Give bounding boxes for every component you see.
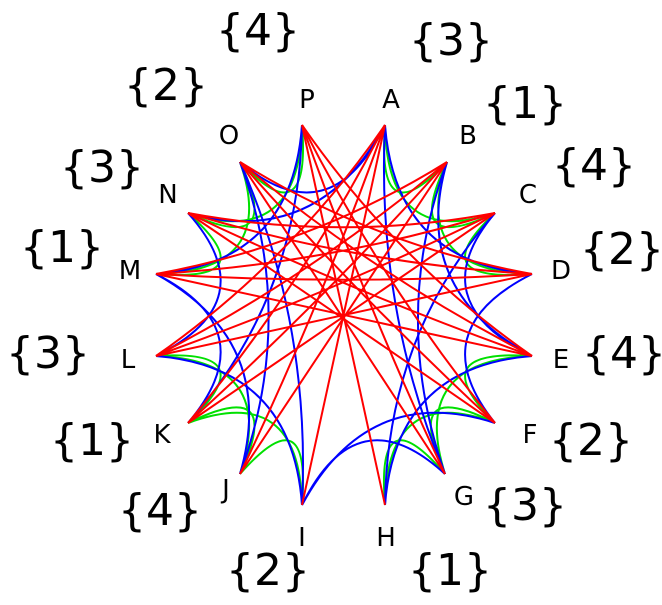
- set-label-D: {2}: [580, 224, 662, 275]
- set-label-H: {1}: [408, 545, 492, 596]
- set-label-F: {2}: [549, 415, 633, 466]
- red-edge-E-P: [301, 124, 533, 357]
- red-edge-B-K: [187, 161, 448, 424]
- red-edge-G-P: [301, 124, 446, 475]
- set-label-E: {4}: [582, 328, 662, 379]
- red-edge-C-N: [187, 212, 496, 229]
- blue-edge-K-M: [155, 273, 222, 424]
- set-label-C: {4}: [552, 140, 636, 191]
- green-edge-E-G: [435, 355, 533, 475]
- set-label-P: {4}: [216, 5, 300, 56]
- node-label-G: G: [454, 482, 474, 512]
- node-label-E: E: [553, 345, 569, 375]
- red-edge-B-M: [155, 161, 448, 275]
- red-edge-D-O: [239, 161, 533, 275]
- node-label-O: O: [219, 121, 239, 151]
- red-edge-G-O: [239, 161, 446, 475]
- node-label-N: N: [158, 180, 177, 210]
- set-label-G: {3}: [483, 480, 567, 531]
- red-edge-D-M: [155, 273, 533, 281]
- set-label-J: {4}: [118, 485, 202, 536]
- set-label-L: {3}: [6, 328, 90, 379]
- set-label-K: {1}: [50, 415, 134, 466]
- blue-edge-G-I: [301, 439, 446, 506]
- edges-layer: [155, 124, 533, 506]
- node-label-I: I: [298, 523, 306, 553]
- red-edge-F-P: [301, 124, 496, 424]
- node-label-J: J: [220, 475, 230, 505]
- red-edge-A-L: [155, 124, 386, 357]
- green-edge-J-L: [155, 355, 251, 475]
- node-label-K: K: [153, 420, 171, 450]
- node-label-D: D: [551, 256, 571, 286]
- blue-edge-D-F: [464, 273, 533, 424]
- set-label-M: {1}: [20, 222, 104, 273]
- node-label-P: P: [299, 85, 315, 115]
- node-label-L: L: [121, 345, 136, 375]
- red-edge-D-N: [187, 212, 533, 275]
- red-edge-C-M: [155, 212, 496, 275]
- labels-layer: A{3}B{1}C{4}D{2}E{4}F{2}G{3}H{1}I{2}J{4}…: [6, 5, 662, 596]
- node-label-B: B: [459, 121, 477, 151]
- node-label-F: F: [523, 420, 538, 450]
- red-edge-H-P: [301, 124, 386, 506]
- set-label-N: {3}: [60, 142, 144, 193]
- set-label-I: {2}: [226, 545, 310, 596]
- blue-edge-B-G: [416, 161, 448, 475]
- node-label-H: H: [376, 523, 396, 553]
- blue-edge-M-P: [155, 124, 303, 275]
- blue-edge-L-N: [155, 212, 222, 357]
- node-label-M: M: [119, 256, 141, 286]
- red-edge-E-O: [239, 161, 533, 357]
- blue-edge-C-H: [384, 212, 496, 506]
- red-edge-F-O: [239, 161, 496, 424]
- set-label-O: {2}: [124, 60, 208, 111]
- node-label-A: A: [382, 85, 400, 115]
- set-label-B: {1}: [483, 78, 567, 129]
- green-edge-I-K: [187, 411, 303, 506]
- node-label-C: C: [519, 180, 537, 210]
- blue-edge-E-H: [384, 355, 533, 506]
- set-label-A: {3}: [409, 15, 493, 66]
- blue-edge-I-O: [239, 161, 305, 506]
- red-edge-C-L: [155, 212, 496, 357]
- green-edge-G-H: [383, 439, 446, 506]
